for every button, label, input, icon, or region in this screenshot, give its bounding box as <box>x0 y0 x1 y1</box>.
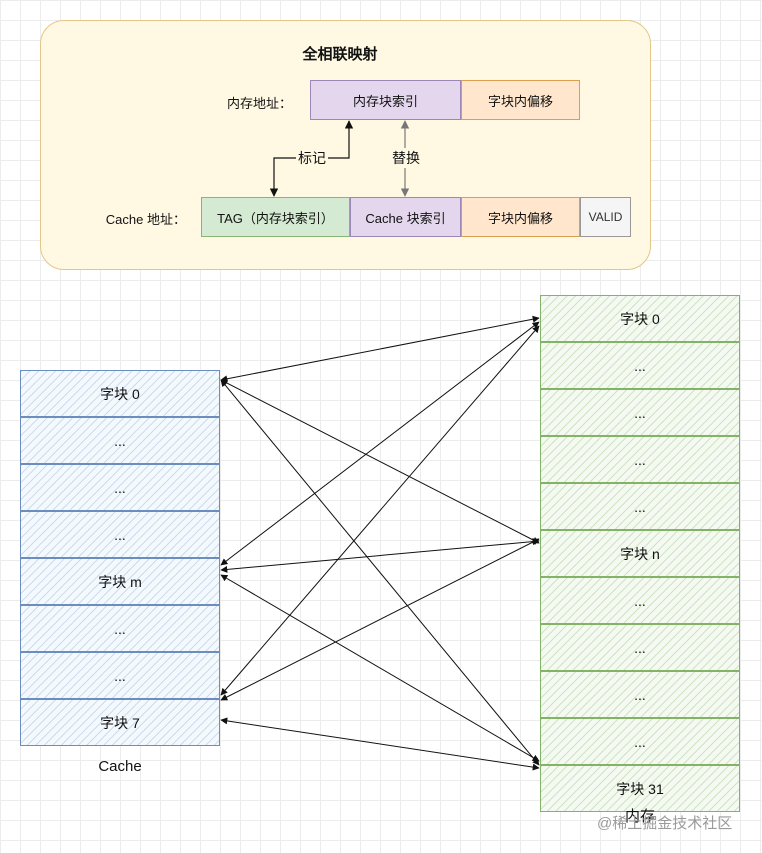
cache-caption: Cache <box>98 757 142 775</box>
cache-block-ellipsis: ... <box>20 605 220 652</box>
memory-block-index-field: 内存块索引 <box>310 80 461 120</box>
cache-block-0: 字块 0 <box>20 370 220 417</box>
line-cachem-memn <box>220 538 540 573</box>
memory-block-ellipsis: ... <box>540 671 740 718</box>
line-cache7-memn <box>220 538 540 701</box>
cache-word-offset-field: 字块内偏移 <box>461 197 580 237</box>
memory-caption: 内存 <box>624 807 655 825</box>
cache-block-ellipsis: ... <box>20 652 220 699</box>
cache-block-index-field: Cache 块索引 <box>350 197 461 237</box>
line-cache7-mem0 <box>220 325 540 696</box>
cache-block-list: 字块 0 ... ... ... 字块 m ... ... 字块 7 <box>20 370 220 746</box>
cache-valid-field: VALID <box>580 197 631 237</box>
memory-block-ellipsis: ... <box>540 624 740 671</box>
mapping-lines <box>220 315 540 771</box>
memory-block-ellipsis: ... <box>540 342 740 389</box>
memory-block-0: 字块 0 <box>540 295 740 342</box>
line-cachem-mem31 <box>220 574 540 762</box>
cache-block-ellipsis: ... <box>20 511 220 558</box>
line-cachem-mem0 <box>220 321 540 566</box>
line-cache0-mem31 <box>220 379 540 766</box>
cache-block-ellipsis: ... <box>20 464 220 511</box>
line-cache0-memn <box>220 379 540 544</box>
memory-block-n: 字块 n <box>540 530 740 577</box>
memory-block-ellipsis: ... <box>540 436 740 483</box>
cache-block-m: 字块 m <box>20 558 220 605</box>
memory-block-ellipsis: ... <box>540 483 740 530</box>
memory-word-offset-field: 字块内偏移 <box>461 80 580 120</box>
line-cache7-mem31 <box>220 717 540 771</box>
cache-tag-field: TAG（内存块索引） <box>201 197 350 237</box>
memory-block-ellipsis: ... <box>540 718 740 765</box>
cache-block-7: 字块 7 <box>20 699 220 746</box>
memory-address-label: 内存地址： <box>226 96 292 111</box>
line-cache0-mem0 <box>220 315 540 383</box>
memory-block-list: 字块 0 ... ... ... ... 字块 n ... ... ... ..… <box>540 295 740 812</box>
watermark: @稀土掘金技术社区 <box>597 815 733 832</box>
memory-block-ellipsis: ... <box>540 389 740 436</box>
cache-address-label: Cache 地址： <box>105 212 186 227</box>
memory-block-31: 字块 31 <box>540 765 740 812</box>
replace-edge-label: 替换 <box>390 148 422 168</box>
cache-block-ellipsis: ... <box>20 417 220 464</box>
memory-block-ellipsis: ... <box>540 577 740 624</box>
tag-edge-label: 标记 <box>296 148 328 168</box>
diagram-title: 全相联映射 <box>302 45 378 63</box>
